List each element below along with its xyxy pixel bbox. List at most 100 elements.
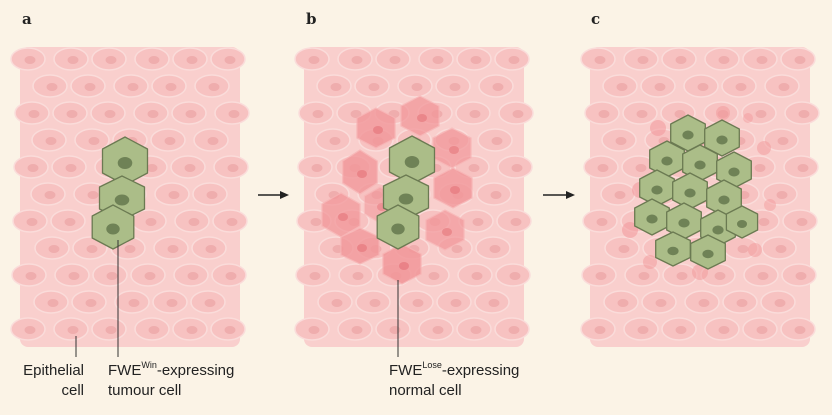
epithelial-nucleus [471,272,483,280]
epithelial-nucleus [735,83,747,91]
epithelial-nucleus [778,83,790,91]
dying-loser-fragment [692,264,708,280]
normal-cell-label: FWELose-expressing normal cell [389,360,520,400]
arrow-head [566,191,575,199]
epithelial-nucleus [207,137,219,145]
epithelial-nucleus [127,83,139,91]
epithelial-nucleus [86,245,98,253]
epithelial-nucleus [508,56,520,64]
epithelial-nucleus [351,326,363,334]
epithelial-nucleus [489,245,501,253]
panel-c-tissue [580,47,820,347]
tumour-nucleus [678,218,690,228]
epithelial-nucleus [637,326,649,334]
epithelial-nucleus [208,83,220,91]
epithelial-nucleus [204,299,216,307]
epithelial-nucleus [757,272,769,280]
epithelial-nucleus [754,164,766,172]
epithelial-nucleus [148,326,160,334]
loser-nucleus [449,146,459,154]
panel-label-a: a [22,10,32,28]
epithelial-nucleus [509,272,521,280]
epithelial-nucleus [168,191,180,199]
tumour-nucleus [114,194,130,206]
epithelial-nucleus [24,56,36,64]
epithelial-nucleus [350,110,362,118]
epithelial-nucleus [185,110,197,118]
epithelial-nucleus [638,272,650,280]
tumour-nucleus [398,193,414,205]
epithelial-nucleus [228,110,240,118]
tumour-nucleus [712,225,724,235]
epithelial-nucleus [470,326,482,334]
loser-nucleus [338,213,348,221]
epithelial-nucleus [595,272,607,280]
tumour-cell-label: FWEWin-expressing tumour cell [108,360,235,400]
tumour-nucleus [716,135,728,145]
epithelial-nucleus [188,218,200,226]
epithelial-cell-label: Epithelial cell [23,362,84,399]
epithelial-nucleus [311,164,323,172]
epithelial-nucleus [25,272,37,280]
epithelial-nucleus [697,83,709,91]
epithelial-nucleus [615,137,627,145]
tumour-nucleus [661,156,673,166]
dying-loser-fragment [764,199,776,211]
epithelial-nucleus [164,137,176,145]
epithelial-nucleus [432,326,444,334]
epithelial-nucleus [718,56,730,64]
epithelial-nucleus [128,299,140,307]
arrow-head [280,191,289,199]
epithelial-nucleus [796,218,808,226]
tumour-nucleus [391,223,405,235]
epithelial-nucleus [224,326,236,334]
tumour-nucleus [728,167,740,177]
epithelial-nucleus [510,218,522,226]
epithelial-nucleus [797,164,809,172]
epithelial-nucleus [205,245,217,253]
leader-lines [75,240,399,357]
epithelial-nucleus [718,326,730,334]
epithelial-nucleus [146,164,158,172]
epithelial-nucleus [187,272,199,280]
tumour-nucleus [684,188,696,198]
epithelial-nucleus [226,218,238,226]
epithelial-nucleus [225,272,237,280]
epithelial-nucleus [617,299,629,307]
epithelial-nucleus [492,83,504,91]
tumour-nucleus [667,246,679,256]
epithelial-nucleus [68,272,80,280]
epithelial-nucleus [105,56,117,64]
epithelial-nucleus [758,218,770,226]
tumour-nucleus [694,160,706,170]
epithelial-nucleus [490,191,502,199]
epithelial-nucleus [44,191,56,199]
epithelial-nucleus [675,326,687,334]
epithelial-nucleus [165,83,177,91]
dying-loser-fragment [650,120,666,136]
epithelial-nucleus [636,110,648,118]
epithelial-nucleus [598,110,610,118]
loser-nucleus [357,170,367,178]
epithelial-nucleus [594,326,606,334]
epithelial-nucleus [674,110,686,118]
epithelial-nucleus [451,245,463,253]
epithelial-nucleus [186,56,198,64]
epithelial-nucleus [186,326,198,334]
dying-loser-fragment [757,141,771,155]
epithelial-nucleus [368,83,380,91]
epithelial-nucleus [66,110,78,118]
epithelial-nucleus [84,83,96,91]
tumour-nucleus [404,156,420,168]
loser-nucleus [417,114,427,122]
epithelial-nucleus [147,110,159,118]
loser-nucleus [357,244,367,252]
epithelial-nucleus [124,245,136,253]
epithelial-nucleus [167,245,179,253]
epithelial-nucleus [698,299,710,307]
epithelial-nucleus [28,110,40,118]
epithelial-nucleus [468,164,480,172]
epithelial-nucleus [24,326,36,334]
epithelial-nucleus [776,191,788,199]
loser-nucleus [450,186,460,194]
